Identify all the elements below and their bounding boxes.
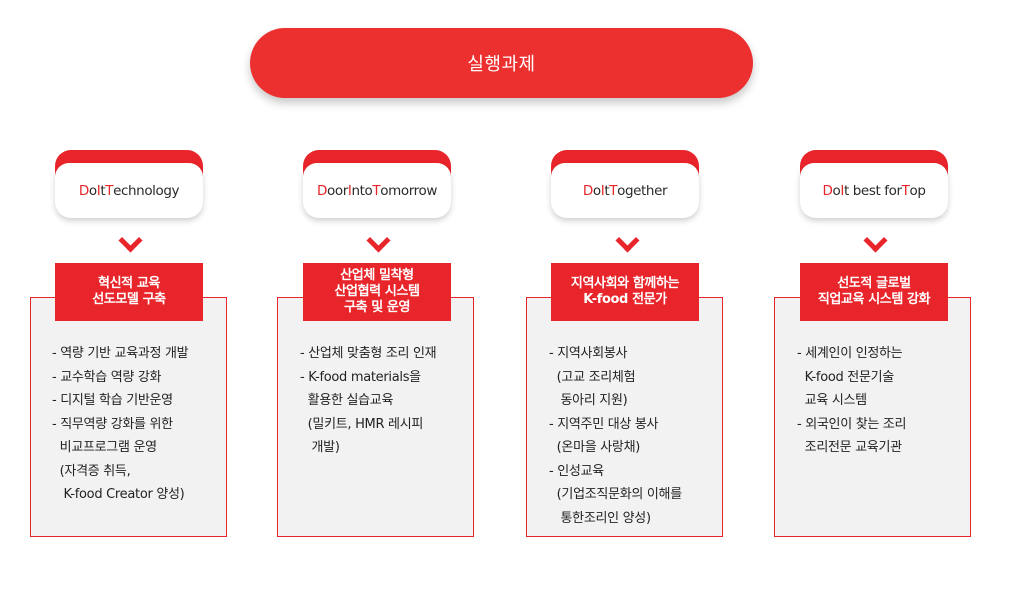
task-body-box <box>277 297 474 537</box>
task-item: - 외국인이 찾는 조리 <box>797 416 907 432</box>
task-item: (자격증 취득, <box>52 463 131 479</box>
task-item: 개발) <box>300 440 340 455</box>
chevron-down-icon <box>863 228 888 253</box>
pill-initial: D <box>582 182 593 199</box>
task-item: 교육 시스템 <box>797 393 867 408</box>
pill-text: ogether <box>617 182 668 199</box>
execution-tasks-banner: 실행과제 <box>250 28 753 98</box>
task-item: (고교 조리체험 <box>549 369 636 385</box>
pill-text: t <box>100 182 106 199</box>
task-item: 동아리 지원) <box>549 393 628 408</box>
task-body-box <box>30 297 227 537</box>
pill-text: o <box>832 182 841 199</box>
task-item-list: - 세계인이 인정하는 K-food 전문기술 교육 시스템 - 외국인이 찾는 … <box>797 342 906 460</box>
task-item: - 지역주민 대상 봉사 <box>549 416 659 432</box>
task-item: K-food Creator 양성) <box>52 487 185 502</box>
pill-initial: D <box>822 182 833 199</box>
pill-initial: D <box>317 182 327 199</box>
task-title-line: 산업협력 시스템 <box>334 284 420 299</box>
task-item: - 지역사회봉사 <box>549 346 628 361</box>
task-item: 통한조리인 양성) <box>549 510 651 526</box>
task-title-line: 선도모델 구축 <box>92 292 166 307</box>
task-item: - 역량 기반 교육과정 개발 <box>52 346 189 361</box>
task-title-line: 지역사회와 함께하는 <box>570 276 680 291</box>
task-title-line: K-food 전문가 <box>583 292 667 307</box>
pill-text: o <box>88 182 97 199</box>
pill-initial: T <box>609 182 618 199</box>
pill-initial: I <box>600 182 605 199</box>
pill-initial: I <box>96 182 101 199</box>
chevron-down-icon <box>118 228 143 253</box>
task-item: (기업조직문화의 이해를 <box>549 487 683 502</box>
pill-text: o <box>592 182 601 199</box>
pill-initial: T <box>105 182 114 199</box>
chevron-down-icon <box>366 228 391 253</box>
task-item-list: - 역량 기반 교육과정 개발 - 교수학습 역량 강화 - 디지털 학습 기반운영… <box>52 342 189 507</box>
task-body-box <box>774 297 971 537</box>
task-item: - 세계인이 인정하는 <box>797 346 903 361</box>
chevron-down-icon <box>615 228 640 253</box>
task-title-line: 혁신적 교육 <box>98 276 160 291</box>
task-item: (온마을 사랑채) <box>549 440 641 455</box>
task-item: 비교프로그램 운영 <box>52 440 157 455</box>
task-title-line: 구축 및 운영 <box>343 300 411 315</box>
task-item: - K-food materials을 <box>300 369 421 385</box>
pill-text: op <box>909 182 926 199</box>
pill-text: t best for <box>843 182 902 199</box>
task-item: 조리전문 교육기관 <box>797 440 902 455</box>
pill-initial: T <box>372 182 381 199</box>
task-item: - 산업체 맞춤형 조리 인재 <box>300 346 437 361</box>
pill-initial: D <box>78 182 89 199</box>
task-item: - 인성교육 <box>549 463 604 479</box>
task-item: 활용한 실습교육 <box>300 393 394 408</box>
task-item-list: - 지역사회봉사 (고교 조리체험 동아리 지원) - 지역주민 대상 봉사 (온… <box>549 342 682 530</box>
pill-text: echnology <box>113 182 180 199</box>
task-title-line: 직업교육 시스템 강화 <box>817 292 931 307</box>
pill-text: nto <box>351 182 373 199</box>
task-item: - 직무역량 강화를 위한 <box>52 416 173 432</box>
task-body-box <box>526 297 723 537</box>
pill-text: omorrow <box>380 182 437 199</box>
task-title-line: 산업체 밀착형 <box>340 268 414 283</box>
pill-text: t <box>604 182 610 199</box>
task-title-line: 선도적 글로벌 <box>837 276 911 291</box>
pill-initial: I <box>347 182 352 199</box>
task-item: - 디지털 학습 기반운영 <box>52 393 173 408</box>
pill-initial: T <box>901 182 910 199</box>
task-item: (밀키트, HMR 레시피 <box>300 416 424 432</box>
task-item: K-food 전문기술 <box>797 369 895 385</box>
pill-initial: I <box>840 182 844 199</box>
banner-label: 실행과제 <box>467 54 536 75</box>
task-item-list: - 산업체 맞춤형 조리 인재 - K-food materials을 활용한 실… <box>300 342 437 460</box>
pill-text: oor <box>327 182 348 199</box>
task-item: - 교수학습 역량 강화 <box>52 369 162 385</box>
